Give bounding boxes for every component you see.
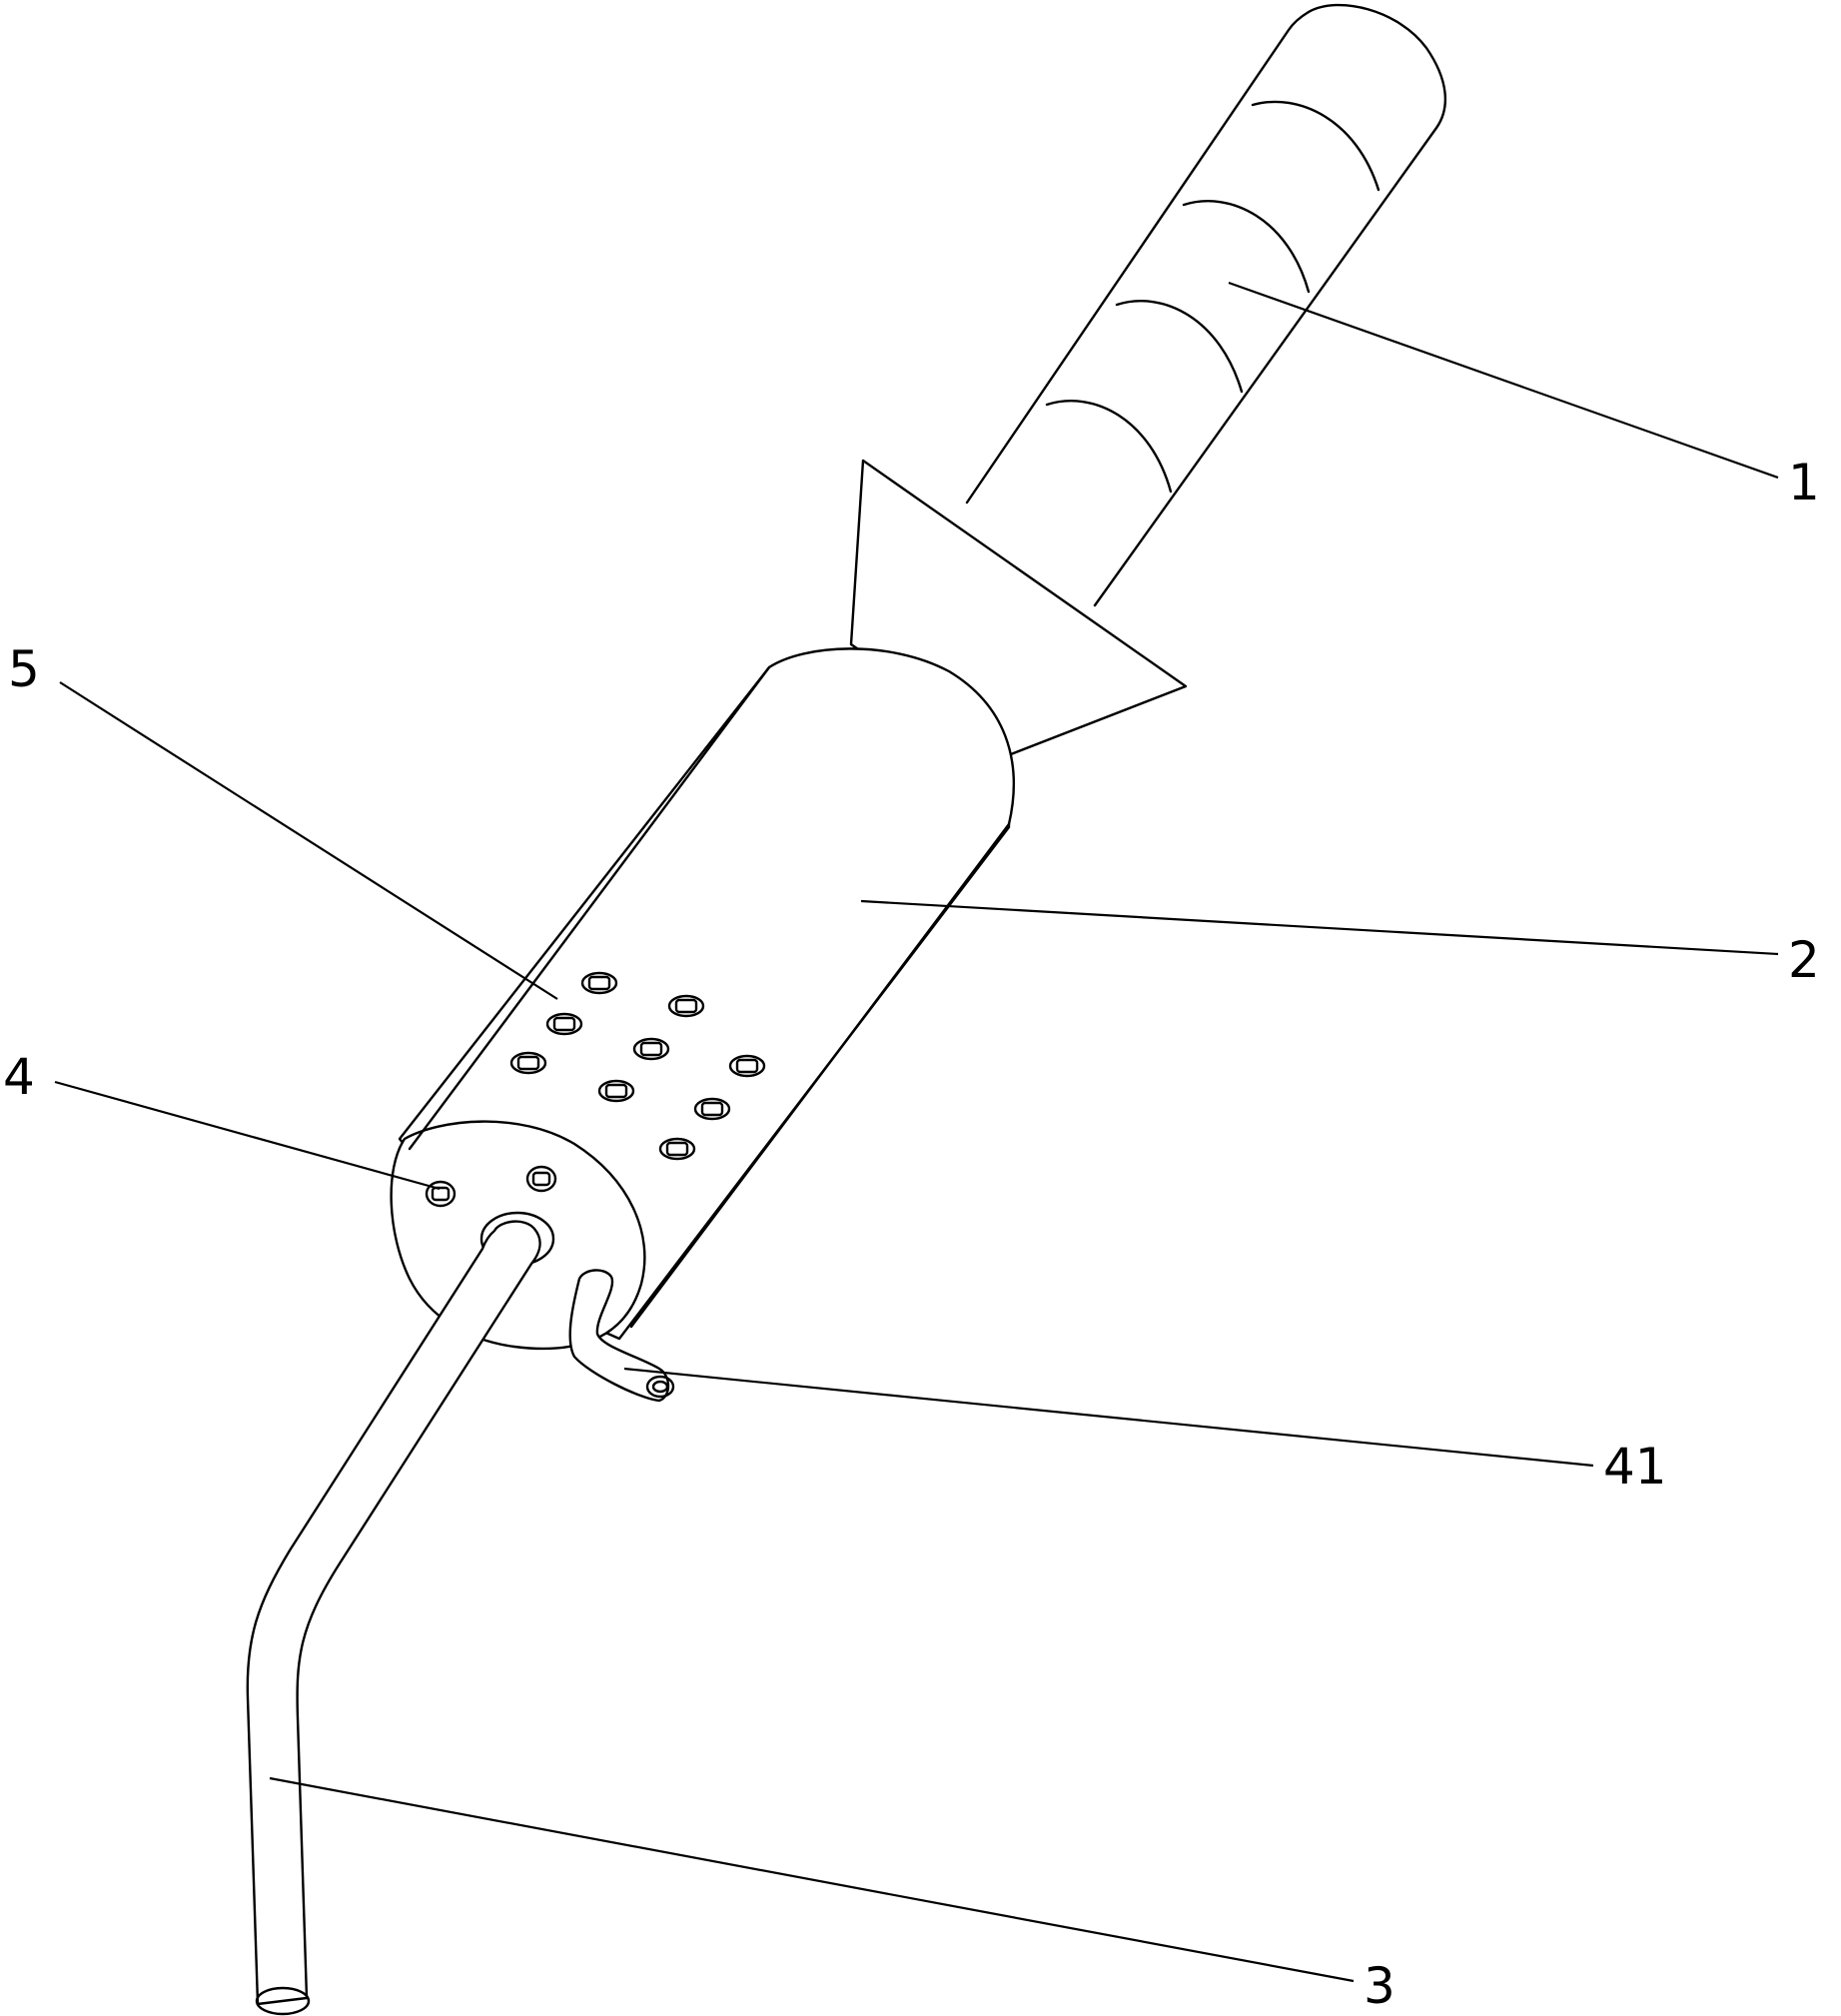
tube-end: [255, 1986, 311, 2016]
vent-hole: [667, 994, 705, 1018]
leader-4: [54, 1080, 441, 1191]
vent-hole: [658, 1137, 696, 1161]
callout-2: 2: [1788, 931, 1820, 989]
leader-3: [269, 1776, 1355, 1983]
ribbed-rod: [965, 3, 1447, 607]
small-hose: [568, 1269, 675, 1403]
vent-hole: [632, 1037, 670, 1061]
leader-5: [59, 681, 558, 1000]
end-hole: [425, 1180, 457, 1208]
end-face-holes: [425, 1165, 557, 1208]
vent-hole-inner: [516, 1055, 540, 1071]
vent-hole: [728, 1054, 766, 1078]
callout-4: 4: [3, 1048, 35, 1106]
vent-hole-inner: [665, 1141, 689, 1157]
bent-tube: [246, 1211, 555, 2016]
end-hole: [525, 1165, 557, 1193]
hose-end-inner: [651, 1380, 669, 1394]
leader-2: [860, 899, 1779, 956]
vent-hole: [693, 1097, 731, 1121]
vent-hole: [580, 971, 618, 995]
vent-hole-inner: [604, 1083, 628, 1099]
callout-labels: 1 2 3 4 5 41: [3, 454, 1820, 2015]
leader-41: [623, 1367, 1594, 1468]
vent-hole: [509, 1051, 547, 1075]
vent-hole-inner: [700, 1101, 724, 1117]
hose-end: [645, 1375, 675, 1399]
vent-hole-inner: [674, 998, 698, 1014]
end-hole-inner: [431, 1186, 451, 1202]
leader-1: [1228, 281, 1779, 480]
vent-hole-inner: [735, 1058, 759, 1074]
end-hole-inner: [531, 1171, 551, 1187]
callout-41: 41: [1603, 1438, 1667, 1496]
vent-hole: [597, 1079, 635, 1103]
vent-hole-inner: [639, 1041, 663, 1057]
leader-lines: [54, 281, 1779, 1983]
callout-1: 1: [1788, 454, 1820, 511]
callout-5: 5: [8, 640, 40, 698]
vent-hole-inner: [552, 1016, 576, 1032]
vent-hole-inner: [587, 975, 611, 991]
vent-holes: [509, 971, 766, 1161]
callout-3: 3: [1364, 1957, 1395, 2015]
vent-hole: [545, 1012, 583, 1036]
